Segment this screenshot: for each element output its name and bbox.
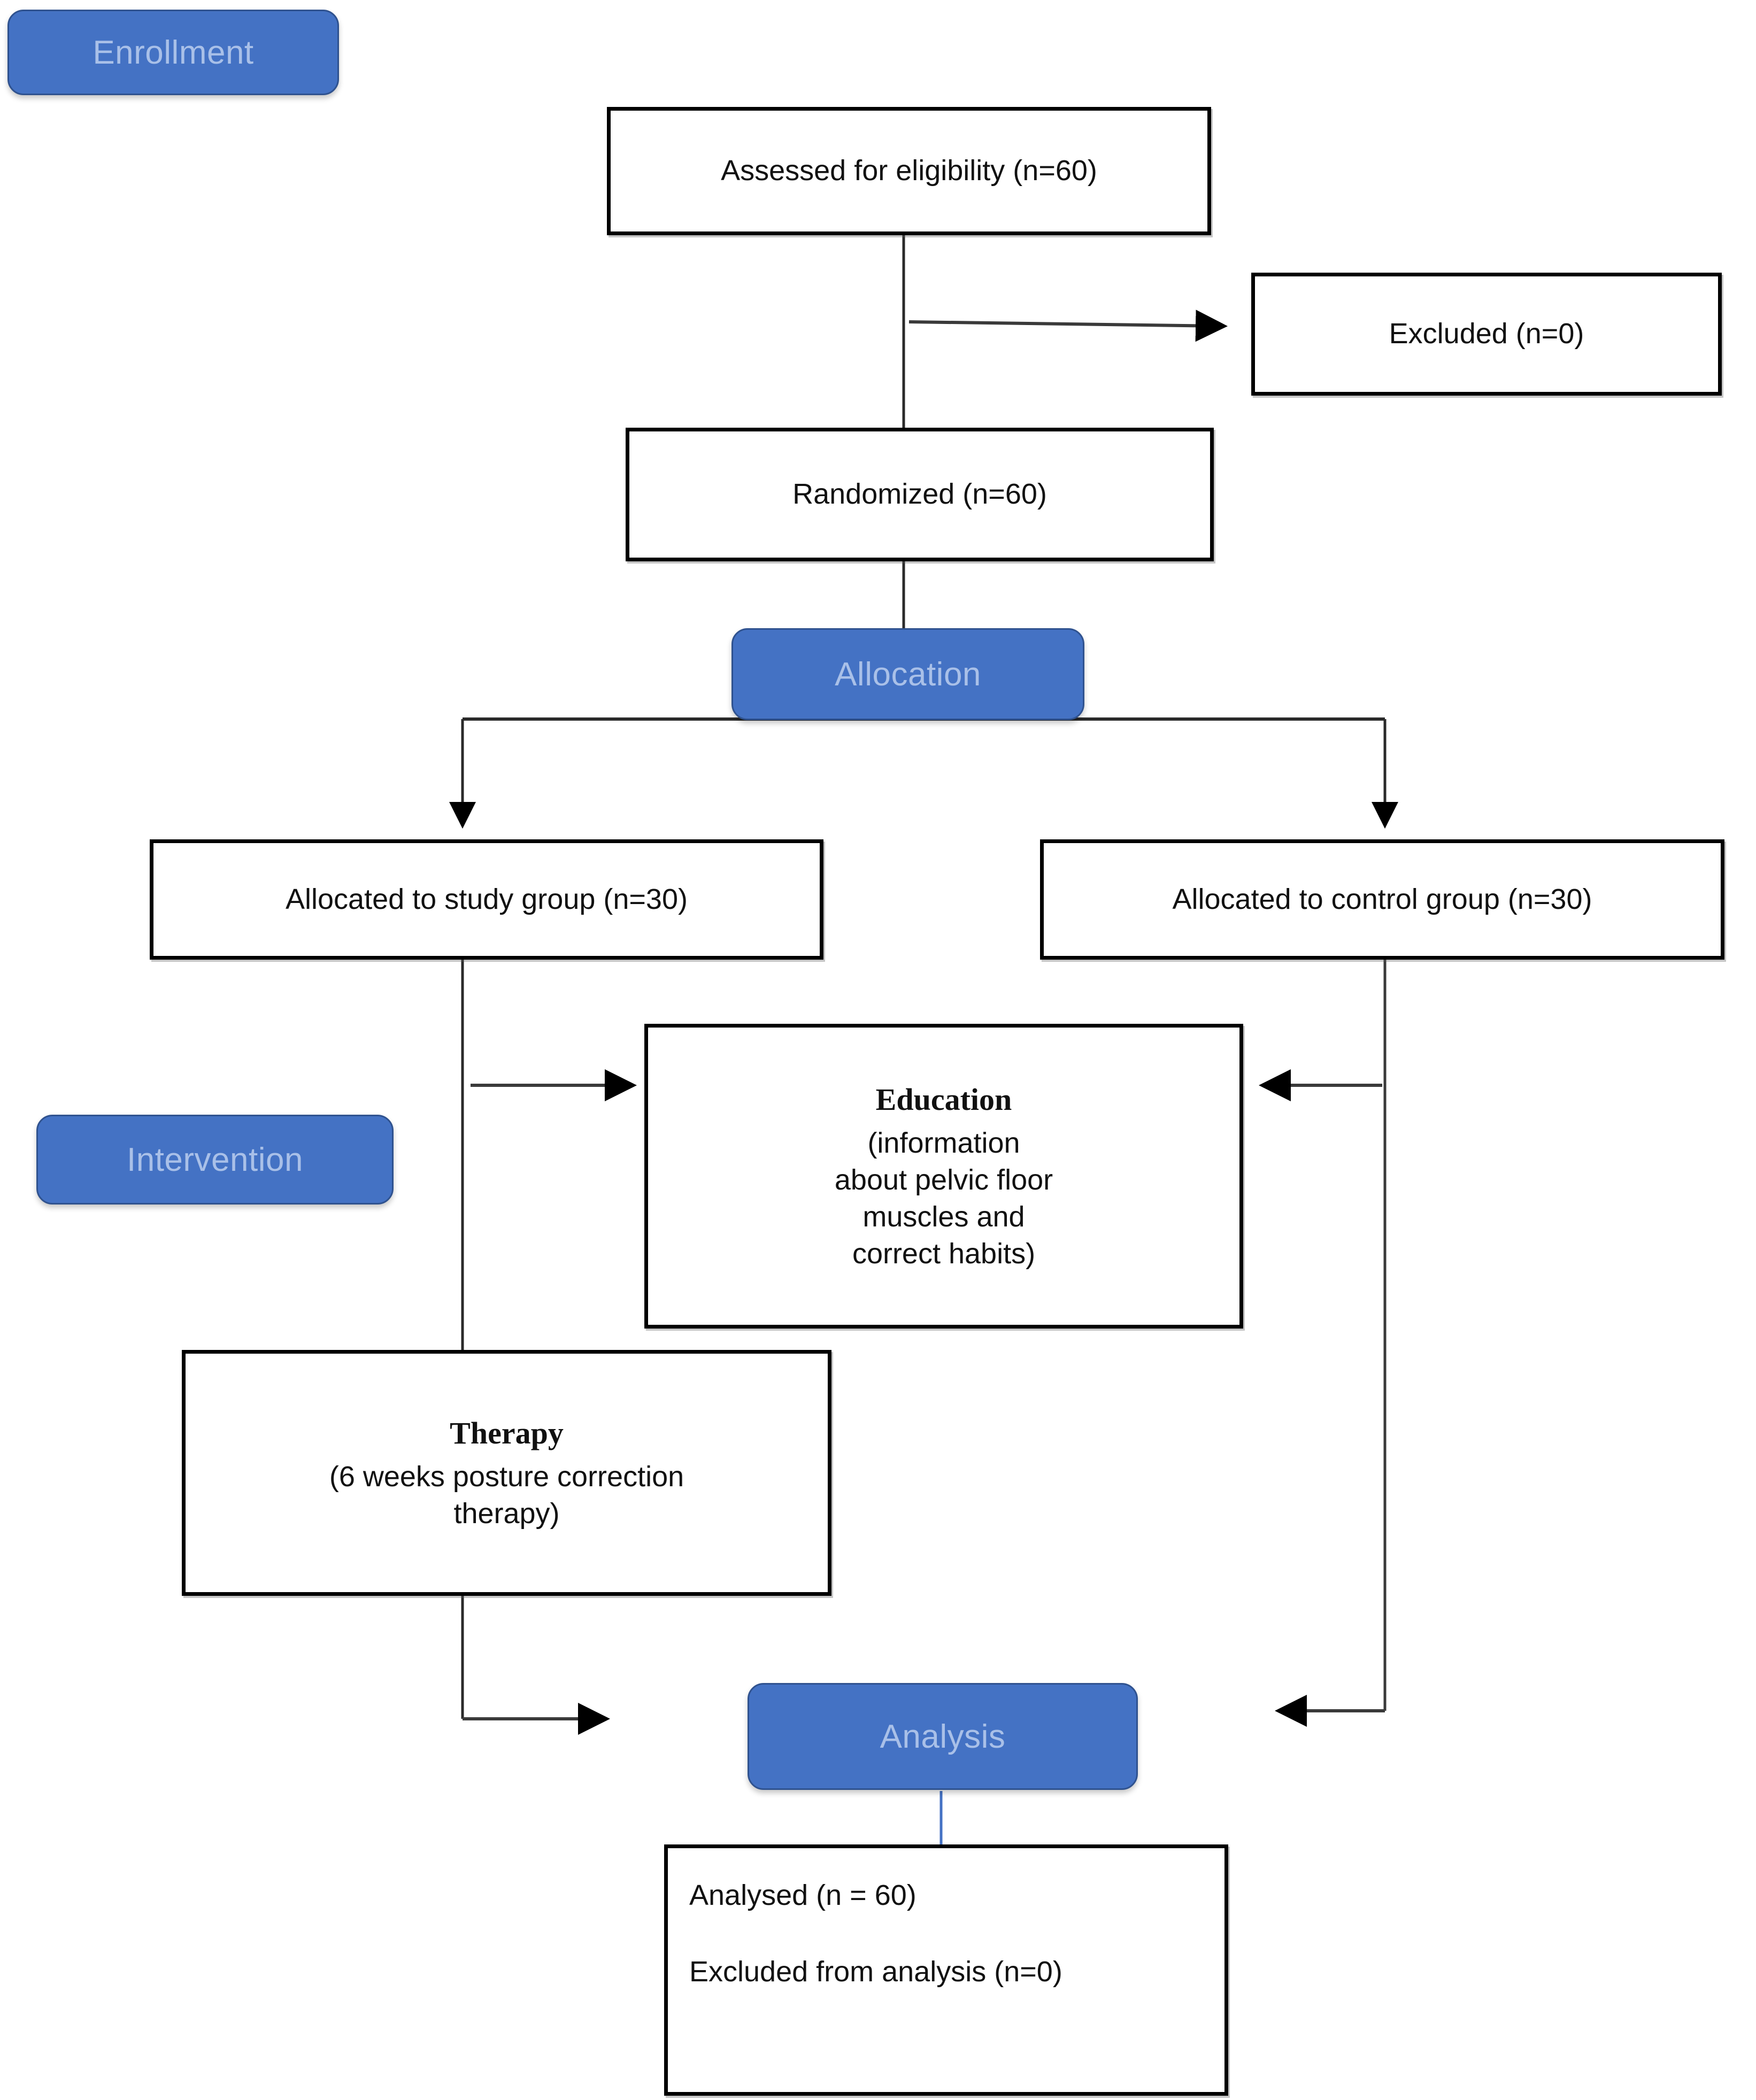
node-therapy-line-1: (6 weeks posture correction (329, 1461, 684, 1493)
node-education-line-2: about pelvic floor (834, 1164, 1053, 1196)
node-education-line-3: muscles and (862, 1201, 1025, 1233)
stage-badge-analysis[interactable]: Analysis (748, 1683, 1138, 1790)
node-randomized-label: Randomized (n=60) (792, 478, 1047, 511)
node-education-title: Education (875, 1082, 1012, 1117)
node-education[interactable]: Education (information about pelvic floo… (644, 1024, 1243, 1329)
node-analysed-line-2: Excluded from analysis (n=0) (689, 1956, 1062, 1988)
node-therapy-line-2: therapy) (453, 1497, 560, 1530)
node-assessed-for-eligibility[interactable]: Assessed for eligibility (n=60) (607, 107, 1211, 235)
stage-badge-allocation-label: Allocation (835, 655, 981, 693)
node-control-group-label: Allocated to control group (n=30) (1172, 883, 1592, 915)
node-randomized[interactable]: Randomized (n=60) (626, 428, 1214, 561)
node-analysed-line-1: Analysed (n = 60) (689, 1879, 916, 1911)
node-analysed-spacer (689, 1914, 1062, 1954)
stage-badge-enrollment[interactable]: Enrollment (7, 10, 339, 95)
stage-badge-analysis-label: Analysis (880, 1718, 1006, 1755)
node-education-line-4: correct habits) (852, 1238, 1036, 1270)
stage-badge-intervention[interactable]: Intervention (36, 1115, 394, 1205)
connector-assessed-to-excluded (908, 310, 1228, 342)
node-therapy[interactable]: Therapy (6 weeks posture correction ther… (182, 1350, 831, 1596)
node-allocated-control-group[interactable]: Allocated to control group (n=30) (1040, 839, 1724, 960)
node-education-line-1: (information (867, 1126, 1020, 1159)
node-study-group-label: Allocated to study group (n=30) (286, 883, 688, 915)
node-assessed-label: Assessed for eligibility (n=60) (721, 155, 1097, 187)
node-therapy-title: Therapy (450, 1415, 564, 1450)
stage-badge-intervention-label: Intervention (127, 1141, 303, 1178)
node-excluded-label: Excluded (n=0) (1389, 318, 1584, 350)
node-analysed[interactable]: Analysed (n = 60) Excluded from analysis… (664, 1844, 1228, 2096)
node-excluded[interactable]: Excluded (n=0) (1251, 273, 1722, 396)
node-allocated-study-group[interactable]: Allocated to study group (n=30) (150, 839, 823, 960)
node-analysed-content: Analysed (n = 60) Excluded from analysis… (668, 1848, 1062, 1990)
stage-badge-enrollment-label: Enrollment (93, 34, 254, 71)
stage-badge-allocation[interactable]: Allocation (731, 628, 1084, 720)
